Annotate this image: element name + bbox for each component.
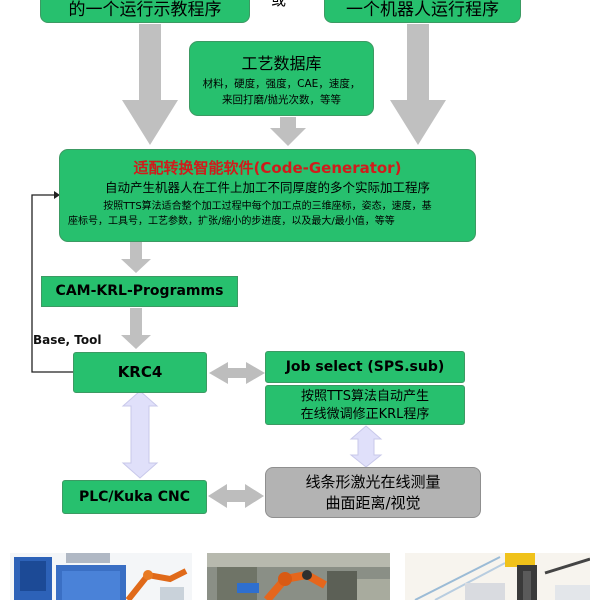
cam-krl-text: CAM-KRL-Programms <box>55 283 224 299</box>
generator-subtitle: 自动产生机器人在工件上加工不同厚度的多个实际加工程序 <box>104 180 430 195</box>
plc-kuka-box: PLC/Kuka CNC <box>62 480 207 514</box>
krc4-box: KRC4 <box>73 352 207 393</box>
krc4-plc-arrow <box>121 390 159 479</box>
robot-cell-illustration-1 <box>10 553 192 600</box>
plc-kuka-text: PLC/Kuka CNC <box>78 489 191 505</box>
robot-program-text: 一个机器人运行程序 <box>346 0 499 20</box>
generator-title: 适配转换智能软件(Code-Generator) <box>133 159 402 177</box>
process-database-box: 工艺数据库 材料，硬度，强度，CAE，速度， 来回打磨/抛光次数，等等 <box>189 41 374 116</box>
generator-detail-line2: 座标号，工具号，工艺参数，扩张/缩小的步进度，以及最大/最小值，等等 <box>68 216 395 227</box>
database-line1: 材料，硬度，强度，CAE，速度， <box>202 78 361 90</box>
big-arrow-right <box>390 24 446 145</box>
job-select-box: Job select (SPS.sub) <box>265 351 465 383</box>
job-select-text: Job select (SPS.sub) <box>285 359 445 375</box>
laser-line2: 曲面距离/视觉 <box>325 494 421 512</box>
teach-program-box: 的一个运行示教程序 <box>40 0 250 23</box>
tts-line1: 按照TTS算法自动产生 <box>301 389 429 404</box>
laser-measurement-box: 线条形激光在线测量 曲面距离/视觉 <box>265 467 481 518</box>
code-generator-box: 适配转换智能软件(Code-Generator) 自动产生机器人在工件上加工不同… <box>59 149 476 242</box>
db-arrow <box>270 117 306 146</box>
base-tool-label: Base, Tool <box>33 333 102 347</box>
robot-cell-photo-3 <box>405 553 590 600</box>
krc4-job-arrow <box>209 362 265 384</box>
robot-cell-illustration-2 <box>207 553 390 600</box>
plc-laser-arrow <box>208 484 264 508</box>
big-arrow-left <box>122 24 178 145</box>
laser-line1: 线条形激光在线测量 <box>305 473 441 491</box>
tts-correction-box: 按照TTS算法自动产生 在线微调修正KRL程序 <box>265 385 465 425</box>
robot-cell-photo-1 <box>10 553 192 600</box>
gen-cam-arrow <box>121 242 151 273</box>
robot-cell-photo-2 <box>207 553 390 600</box>
cam-krc4-arrow <box>121 308 151 349</box>
cam-krl-box: CAM-KRL-Programms <box>41 276 238 307</box>
teach-program-text: 的一个运行示教程序 <box>68 0 222 20</box>
robot-program-box: 一个机器人运行程序 <box>324 0 521 23</box>
krc4-text: KRC4 <box>117 363 163 381</box>
tts-laser-arrow <box>349 425 383 468</box>
feedback-line <box>31 194 73 373</box>
generator-detail-line1: 按照TTS算法适合整个加工过程中每个加工点的三维座标，姿态，速度，基 <box>103 201 432 212</box>
tts-line2: 在线微调修正KRL程序 <box>300 407 430 422</box>
database-title: 工艺数据库 <box>241 54 322 73</box>
robot-cell-illustration-3 <box>405 553 590 600</box>
feedback-arrowhead <box>54 191 60 199</box>
or-fragment: 或 <box>271 0 287 9</box>
database-line2: 来回打磨/抛光次数，等等 <box>221 94 342 106</box>
